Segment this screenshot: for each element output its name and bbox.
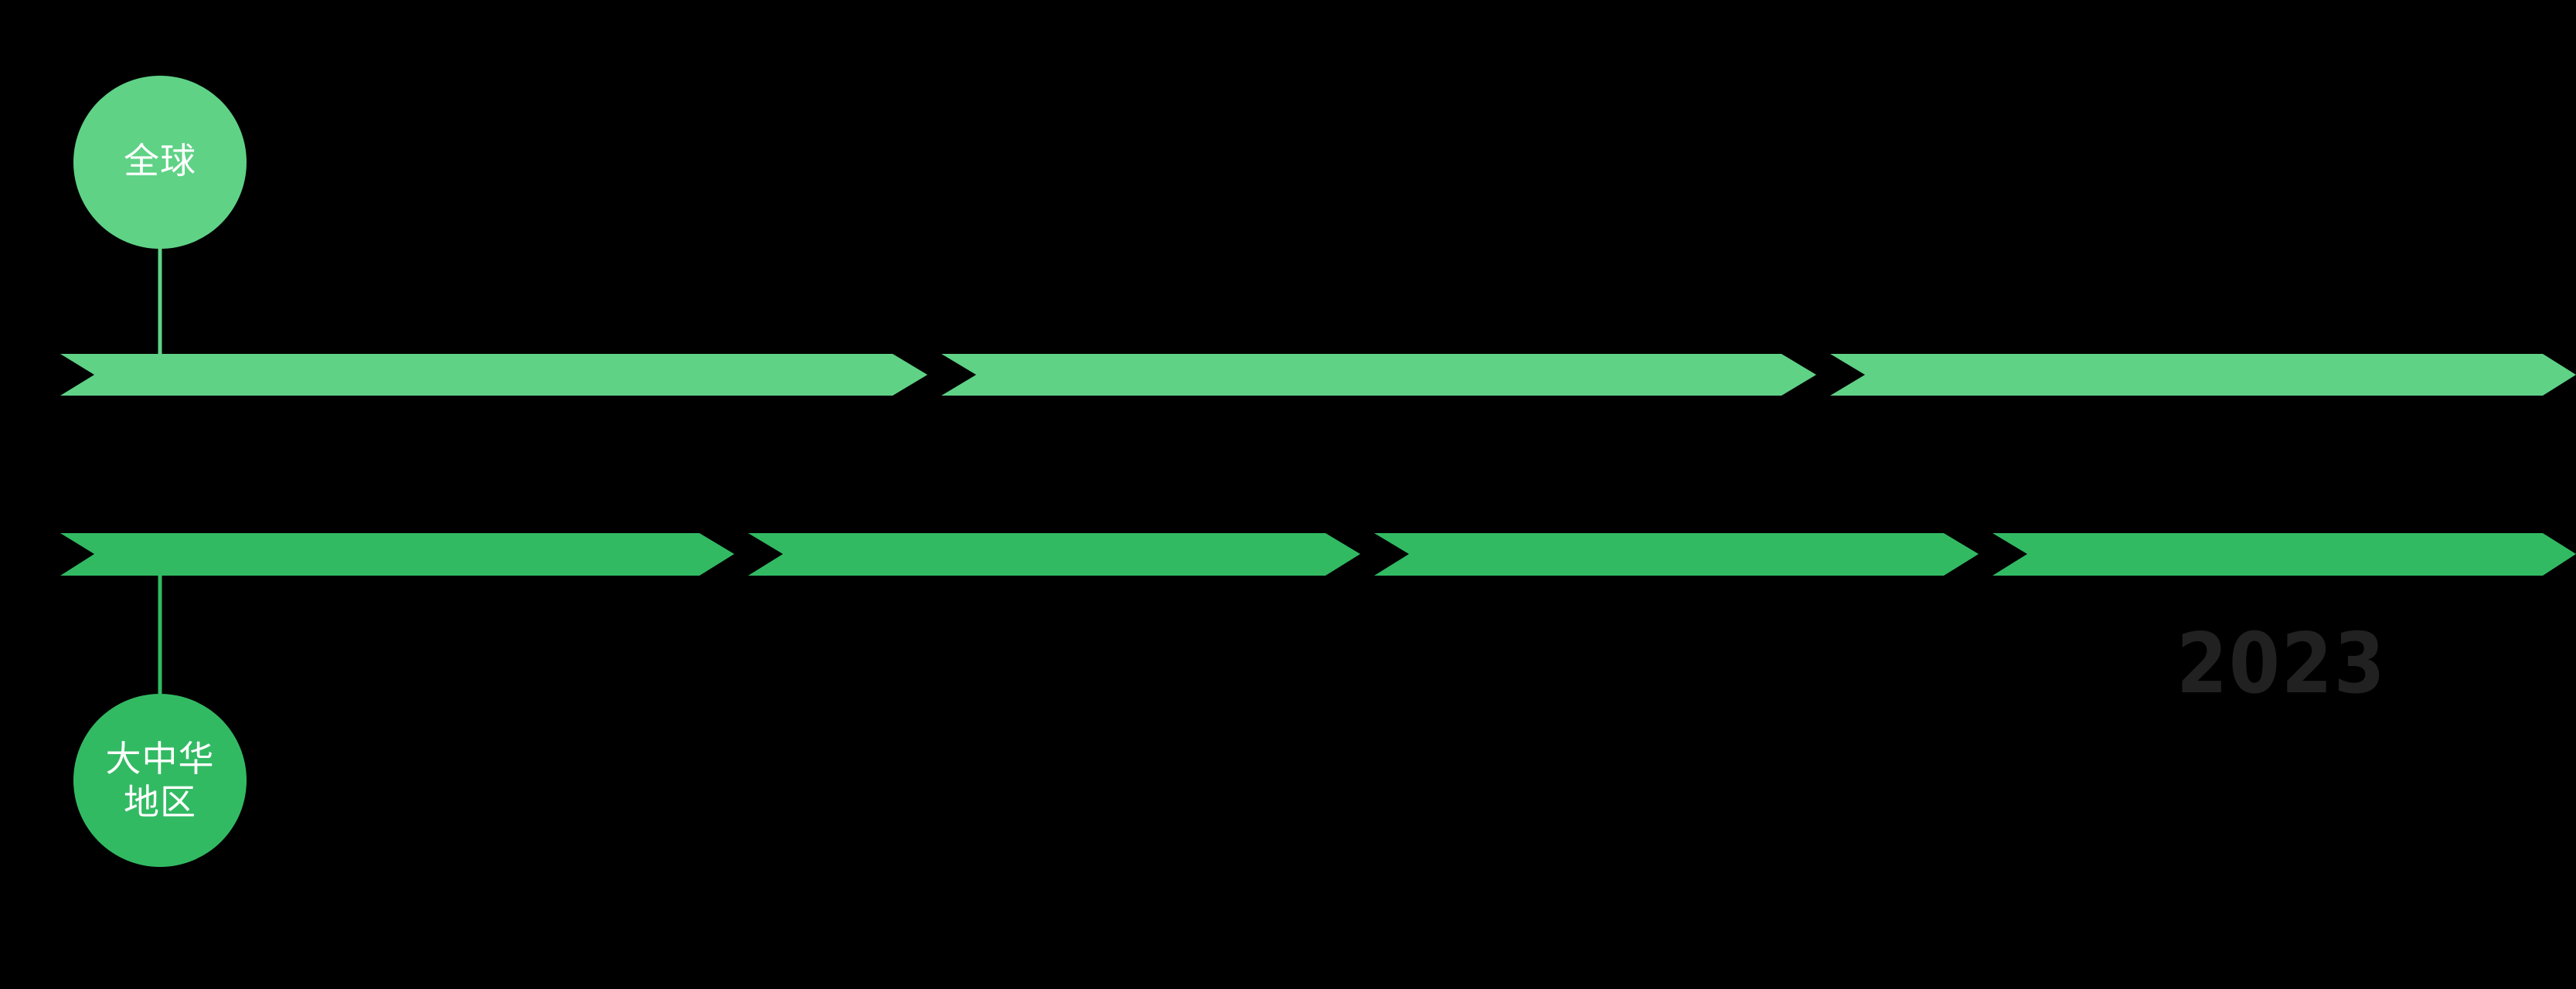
node-greater-china-circle[interactable] bbox=[73, 694, 247, 867]
node-greater-china-label-line-1: 大中华 bbox=[106, 739, 215, 779]
track-global bbox=[60, 354, 2576, 396]
track-global-segment-3[interactable] bbox=[1830, 354, 2576, 396]
track-greater-china bbox=[60, 533, 2576, 576]
track-greater-china-segment-2[interactable] bbox=[748, 533, 1360, 576]
track-greater-china-segment-1[interactable] bbox=[60, 533, 734, 576]
node-global[interactable]: 全球 bbox=[73, 76, 247, 249]
year-stamp-2023: 2023 bbox=[2176, 616, 2387, 712]
track-global-segment-1[interactable] bbox=[60, 354, 927, 396]
track-greater-china-segment-4[interactable] bbox=[1992, 533, 2576, 576]
node-global-label: 全球 bbox=[124, 141, 196, 181]
node-greater-china[interactable]: 大中华 地区 bbox=[73, 694, 247, 867]
track-global-segment-2[interactable] bbox=[941, 354, 1816, 396]
track-greater-china-segment-3[interactable] bbox=[1374, 533, 1979, 576]
node-global-circle[interactable] bbox=[73, 76, 247, 249]
node-greater-china-label-line-2: 地区 bbox=[124, 782, 196, 822]
